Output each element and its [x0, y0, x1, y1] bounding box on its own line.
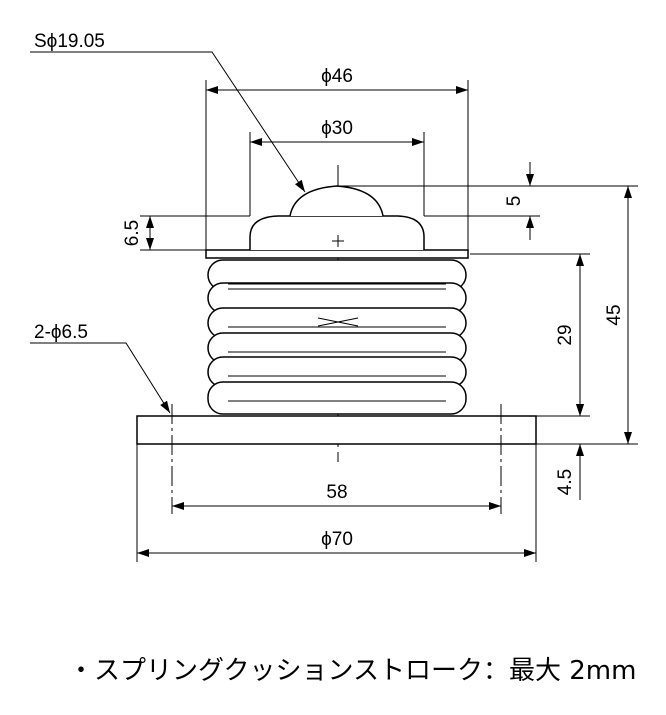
base-plate	[136, 415, 537, 445]
dimension-lines	[30, 51, 632, 557]
label-holes: 2-ϕ6.5	[34, 322, 88, 343]
spring-inner-lines	[228, 283, 446, 402]
label-outer-dia: ϕ46	[321, 66, 353, 87]
label-base-dia: ϕ70	[321, 529, 353, 550]
label-sphere: Sϕ19.05	[34, 31, 105, 52]
top-plate	[205, 249, 469, 259]
ball	[289, 185, 384, 217]
label-base-thickness: 4.5	[555, 469, 576, 495]
label-flange-height: 6.5	[122, 220, 143, 246]
ball-housing	[249, 215, 425, 250]
label-inner-dia: ϕ30	[321, 118, 353, 139]
spring	[207, 259, 467, 415]
label-ball-protrusion: 5	[504, 196, 525, 207]
spring-coil	[207, 381, 467, 415]
label-spring-height: 29	[555, 324, 576, 345]
label-hole-pitch: 58	[326, 482, 347, 503]
label-overall-height: 45	[604, 304, 625, 325]
extension-lines	[136, 80, 638, 562]
stroke-note: ・スプリングクッションストローク：最大 2mm	[68, 656, 637, 686]
